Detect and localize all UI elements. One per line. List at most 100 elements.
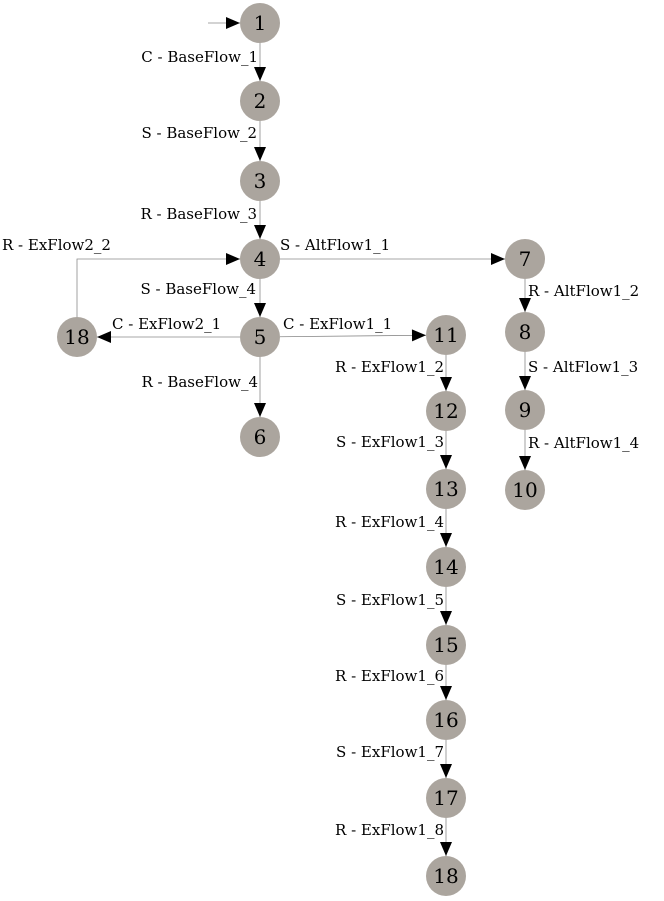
node-circle bbox=[426, 700, 466, 740]
node-circle bbox=[505, 390, 545, 430]
node-label: 7 bbox=[519, 247, 532, 271]
node-n16: 16 bbox=[426, 700, 466, 740]
edge-n2-to-n3-arrow bbox=[254, 147, 266, 161]
node-label: 10 bbox=[512, 478, 537, 502]
edge-n7-to-n8-arrow bbox=[519, 298, 531, 312]
edge-label-n9-to-n10: R - AltFlow1_4 bbox=[528, 434, 639, 452]
node-label: 4 bbox=[254, 247, 267, 271]
node-n17: 17 bbox=[426, 778, 466, 818]
node-label: 8 bbox=[519, 320, 532, 344]
node-n1: 1 bbox=[240, 3, 280, 43]
node-circle bbox=[57, 317, 97, 357]
node-label: 15 bbox=[433, 633, 458, 657]
node-n11: 11 bbox=[426, 315, 466, 355]
node-circle bbox=[240, 161, 280, 201]
node-n7: 7 bbox=[505, 239, 545, 279]
node-circle bbox=[240, 417, 280, 457]
edge-label-n16-to-n17: S - ExFlow1_7 bbox=[336, 743, 444, 761]
node-label: 13 bbox=[433, 477, 458, 501]
node-label: 16 bbox=[433, 708, 458, 732]
node-label: 14 bbox=[433, 555, 458, 579]
edge-n5-to-n6-arrow bbox=[254, 403, 266, 417]
node-circle bbox=[426, 625, 466, 665]
edge-label-n5-to-n18a: C - ExFlow2_1 bbox=[112, 315, 221, 333]
edge-n18a-to-n4 bbox=[76, 258, 240, 317]
node-n8: 8 bbox=[505, 312, 545, 352]
node-n10: 10 bbox=[505, 470, 545, 510]
edge-n9-to-n10-arrow bbox=[519, 456, 531, 470]
edge-label-n12-to-n13: S - ExFlow1_3 bbox=[336, 433, 444, 451]
edge-start-to-n1-arrow bbox=[226, 17, 240, 29]
node-n2: 2 bbox=[240, 81, 280, 121]
node-circle bbox=[426, 856, 466, 896]
edge-n5-to-n11 bbox=[279, 334, 427, 338]
node-n18b: 18 bbox=[426, 856, 466, 896]
edge-label-n18a-to-n4: R - ExFlow2_2 bbox=[2, 236, 111, 254]
edge-labels-layer: C - BaseFlow_1 S - BaseFlow_2 R - BaseFlow… bbox=[2, 48, 639, 839]
node-label: 18 bbox=[64, 325, 89, 349]
edge-n13-to-n14-arrow bbox=[440, 533, 452, 547]
edge-n4-to-n7-arrow bbox=[491, 253, 505, 265]
edge-n1-to-n2-arrow bbox=[254, 67, 266, 81]
node-label: 18 bbox=[433, 864, 458, 888]
node-n6: 6 bbox=[240, 417, 280, 457]
node-n18a: 18 bbox=[57, 317, 97, 357]
node-label: 11 bbox=[433, 323, 458, 347]
node-label: 2 bbox=[254, 89, 267, 113]
edge-n4-to-n5-arrow bbox=[254, 303, 266, 317]
node-circle bbox=[505, 470, 545, 510]
edge-label-n1-to-n2: C - BaseFlow_1 bbox=[141, 48, 258, 66]
node-n3: 3 bbox=[240, 161, 280, 201]
node-label: 9 bbox=[519, 398, 532, 422]
edge-n5-to-n18a-arrow bbox=[97, 331, 111, 343]
edge-n3-to-n4-arrow bbox=[254, 225, 266, 239]
node-circle bbox=[426, 547, 466, 587]
node-label: 17 bbox=[433, 786, 458, 810]
edge-label-n8-to-n9: S - AltFlow1_3 bbox=[528, 358, 638, 376]
edge-label-n2-to-n3: S - BaseFlow_2 bbox=[141, 124, 257, 142]
node-circle bbox=[426, 391, 466, 431]
node-label: 1 bbox=[254, 11, 267, 35]
node-label: 3 bbox=[254, 169, 267, 193]
edge-n5-to-n11-arrow bbox=[411, 329, 427, 342]
node-n4: 4 bbox=[240, 239, 280, 279]
node-label: 6 bbox=[254, 425, 267, 449]
node-circle bbox=[426, 315, 466, 355]
node-circle bbox=[240, 81, 280, 121]
edge-label-n17-to-n18b: R - ExFlow1_8 bbox=[335, 821, 444, 839]
edge-label-n13-to-n14: R - ExFlow1_4 bbox=[335, 513, 444, 531]
node-circle bbox=[240, 317, 280, 357]
edge-n8-to-n9-arrow bbox=[519, 376, 531, 390]
node-circle bbox=[240, 239, 280, 279]
node-label: 5 bbox=[254, 325, 267, 349]
node-circle bbox=[240, 3, 280, 43]
edge-n17-to-n18b-arrow bbox=[440, 842, 452, 856]
edge-label-n5-to-n11: C - ExFlow1_1 bbox=[283, 315, 392, 333]
edge-label-n4-to-n5: S - BaseFlow_4 bbox=[140, 280, 256, 298]
node-circle bbox=[426, 778, 466, 818]
edge-label-n14-to-n15: S - ExFlow1_5 bbox=[336, 591, 444, 609]
node-n5: 5 bbox=[240, 317, 280, 357]
edge-label-n7-to-n8: R - AltFlow1_2 bbox=[528, 282, 639, 300]
edge-label-n4-to-n7: S - AltFlow1_1 bbox=[280, 236, 390, 254]
node-n12: 12 bbox=[426, 391, 466, 431]
edge-n18a-to-n4-arrow bbox=[226, 253, 240, 265]
edge-n16-to-n17-arrow bbox=[440, 764, 452, 778]
node-label: 12 bbox=[433, 399, 458, 423]
edge-n12-to-n13-arrow bbox=[440, 455, 452, 469]
edge-n15-to-n16-arrow bbox=[440, 686, 452, 700]
edge-label-n11-to-n12: R - ExFlow1_2 bbox=[335, 358, 444, 376]
node-circle bbox=[426, 469, 466, 509]
edges-layer bbox=[76, 17, 531, 856]
node-n9: 9 bbox=[505, 390, 545, 430]
edge-label-n5-to-n6: R - BaseFlow_4 bbox=[141, 373, 258, 391]
edge-n11-to-n12-arrow bbox=[440, 377, 452, 391]
node-n15: 15 bbox=[426, 625, 466, 665]
node-n14: 14 bbox=[426, 547, 466, 587]
node-n13: 13 bbox=[426, 469, 466, 509]
edge-n14-to-n15-arrow bbox=[440, 611, 452, 625]
edge-label-n15-to-n16: R - ExFlow1_6 bbox=[335, 667, 444, 685]
node-circle bbox=[505, 239, 545, 279]
